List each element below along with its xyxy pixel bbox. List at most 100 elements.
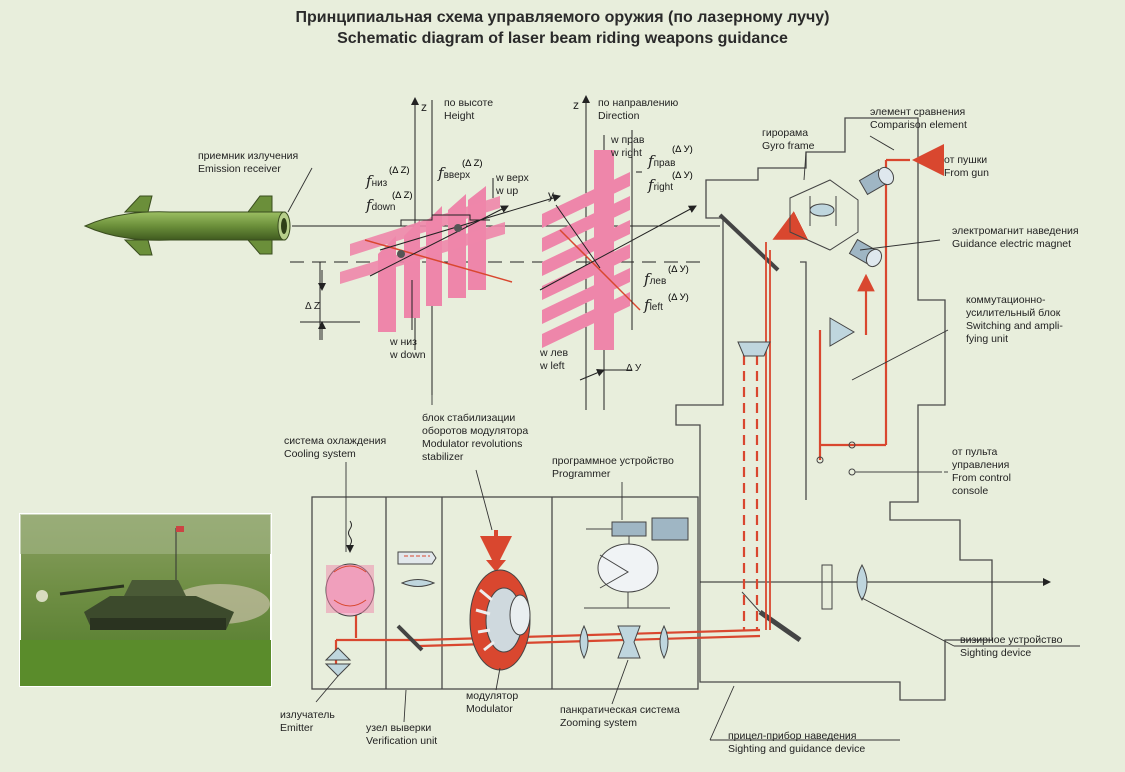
f-down-ru-sup: (Δ Z) (389, 165, 410, 176)
f-symbol: f (366, 196, 372, 214)
label-zooming-ru: панкратическая система (560, 704, 680, 716)
label-gyro-frame-en: Gyro frame (762, 140, 815, 152)
label-from-gun-en: From gun (944, 167, 989, 179)
axis-delta-y: Δ У (626, 363, 642, 374)
f-symbol: f (648, 176, 654, 194)
title-en: Schematic diagram of laser beam riding w… (337, 30, 788, 47)
label-programmer-ru: программное устройство (552, 455, 674, 467)
label-cooling-ru: система охлаждения (284, 435, 387, 447)
label-sighting-guidance-ru: прицел-прибор наведения (728, 730, 857, 742)
label-cooling-en: Cooling system (284, 448, 356, 460)
f-symbol: f (644, 296, 650, 314)
zooming-lenses (579, 624, 669, 660)
amplifier-symbol (829, 317, 855, 347)
modulator-disk (469, 569, 531, 671)
f-right-en-sup: (Δ У) (672, 170, 693, 181)
f-left-ru-sub: лев (649, 276, 667, 287)
f-down-ru-sub: низ (371, 178, 388, 189)
label-switching-en2: fying unit (966, 333, 1009, 345)
label-console-en2: console (952, 485, 989, 497)
label-from-gun: от пушки From gun (944, 154, 989, 180)
label-emission-receiver-en: Emission receiver (198, 163, 281, 175)
label-comparison-ru: элемент сравнения (870, 106, 966, 118)
f-down-en-sup: (Δ Z) (392, 190, 413, 201)
f-symbol: f (648, 152, 654, 170)
label-console-ru2: управления (952, 459, 1010, 471)
f-symbol: f (438, 164, 444, 182)
label-switching-ru1: коммутационно- (966, 294, 1046, 306)
label-gyro-frame-ru: гирорама (762, 127, 809, 139)
f-right-ru-sub: прав (653, 158, 676, 169)
f-left-en-sub: left (649, 302, 663, 313)
label-w-right-ru: w прав (611, 134, 645, 146)
label-modulator: модулятор Modulator (466, 690, 518, 716)
label-sighting-guidance-device: прицел-прибор наведения Sighting and gui… (728, 730, 865, 756)
label-cooling-system: система охлаждения Cooling system (284, 435, 386, 461)
f-left-ru-sup: (Δ У) (668, 264, 689, 275)
label-zooming-system: панкратическая система Zooming system (560, 704, 680, 730)
label-console-ru1: от пульта (952, 446, 998, 458)
label-emission-receiver-ru: приемник излучения (198, 150, 299, 162)
label-sighting-ru: визирное устройство (960, 634, 1063, 646)
label-height-en: Height (444, 110, 475, 122)
label-direction-ru: по направлению (598, 97, 679, 109)
label-w-up: w верх w up (496, 172, 529, 198)
label-stabilizer-en2: stabilizer (422, 451, 464, 463)
label-emitter: излучатель Emitter (280, 709, 335, 735)
label-sighting-device: визирное устройство Sighting device (960, 634, 1062, 660)
leader-lines (287, 135, 1080, 741)
label-zooming-en: Zooming system (560, 717, 638, 729)
label-direction-en: Direction (598, 110, 640, 122)
axis-z-direction: z (573, 98, 579, 112)
emitter-module (324, 520, 437, 677)
label-w-down-ru: w низ (390, 336, 417, 348)
axis-delta-z: Δ Z (305, 301, 321, 312)
label-w-left: w лев w left (540, 347, 568, 373)
guidance-magnet-device (848, 238, 883, 268)
label-programmer-en: Programmer (552, 468, 611, 480)
label-height: по высоте Height (444, 97, 493, 123)
label-sighting-en: Sighting device (960, 647, 1032, 659)
label-control-console: от пульта управления From control consol… (952, 446, 1011, 498)
label-from-gun-ru: от пушки (944, 154, 988, 166)
f-symbol: f (644, 270, 650, 288)
programmer-device (584, 517, 689, 609)
label-verification-unit: узел выверки Verification unit (366, 722, 437, 748)
label-stabilizer: блок стабилизации оборотов модулятора Mo… (422, 412, 528, 464)
label-guidance-magnet-ru: электромагнит наведения (952, 225, 1079, 237)
label-console-en1: From control (952, 472, 1011, 484)
label-stabilizer-ru1: блок стабилизации (422, 412, 516, 424)
f-right-ru-sup: (Δ У) (672, 144, 693, 155)
label-direction: по направлению Direction (598, 97, 678, 123)
f-up-ru-sup: (Δ Z) (462, 158, 483, 169)
label-modulator-ru: модулятор (466, 690, 519, 702)
label-w-up-en: w up (496, 185, 519, 197)
label-guidance-magnet: электромагнит наведения Guidance electri… (952, 225, 1079, 251)
f-left-en-sup: (Δ У) (668, 292, 689, 303)
label-emitter-en: Emitter (280, 722, 314, 734)
label-switching-en1: Switching and ampli- (966, 320, 1063, 332)
tank-photo (19, 513, 272, 687)
label-height-ru: по высоте (444, 97, 494, 109)
label-verification-ru: узел выверки (366, 722, 432, 734)
label-gyro-frame: гирорама Gyro frame (762, 127, 815, 153)
gyro-frame (789, 179, 859, 251)
label-w-right-en: w right (611, 147, 642, 159)
label-emitter-ru: излучатель (280, 709, 335, 721)
missile (83, 195, 291, 256)
label-stabilizer-ru2: оборотов модулятора (422, 425, 529, 437)
title-ru: Принципиальная схема управляемого оружия… (295, 9, 830, 26)
label-modulator-en: Modulator (466, 703, 513, 715)
label-w-left-en: w left (540, 360, 565, 372)
axis-z-height: z (421, 100, 427, 114)
label-switching-ru2: усилительный блок (966, 307, 1061, 319)
label-w-left-ru: w лев (540, 347, 569, 359)
label-guidance-magnet-en: Guidance electric magnet (952, 238, 1072, 250)
height-raster (290, 100, 700, 395)
laser-path (334, 158, 910, 670)
f-symbol: f (366, 172, 372, 190)
sighting-beam (700, 213, 1051, 643)
label-verification-en: Verification unit (366, 735, 438, 747)
